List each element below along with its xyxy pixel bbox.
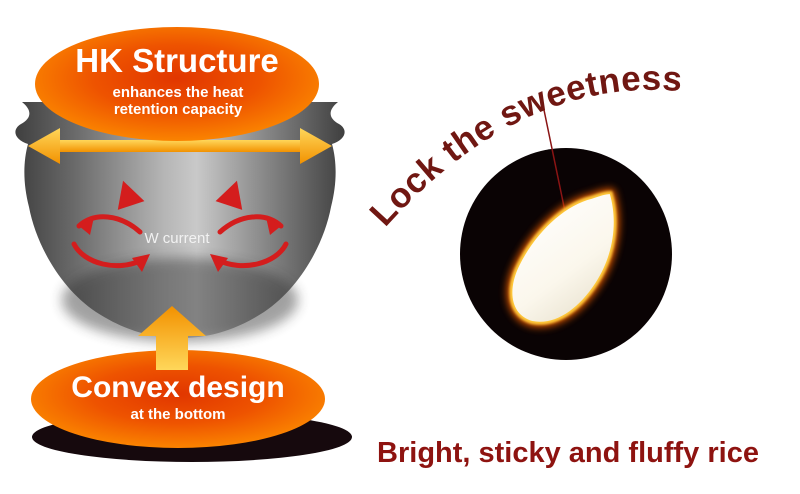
rice-caption: Bright, sticky and fluffy rice (377, 437, 759, 469)
hk-structure-bubble (35, 27, 319, 141)
pot-inner-shadow (62, 258, 298, 342)
convex-design-title: Convex design (71, 371, 285, 404)
convex-design-subtitle: at the bottom (130, 406, 226, 423)
hk-structure-subtitle: enhances the heat retention capacity (112, 84, 244, 119)
hk-structure-title: HK Structure (75, 42, 279, 79)
convex-design-bubble (31, 350, 325, 448)
heat-spread-arrow-icon (28, 128, 332, 164)
heat-rise-arrow-icon (138, 306, 206, 370)
w-current-label: W current (144, 230, 210, 247)
circulation-arrows-icon (71, 180, 289, 272)
